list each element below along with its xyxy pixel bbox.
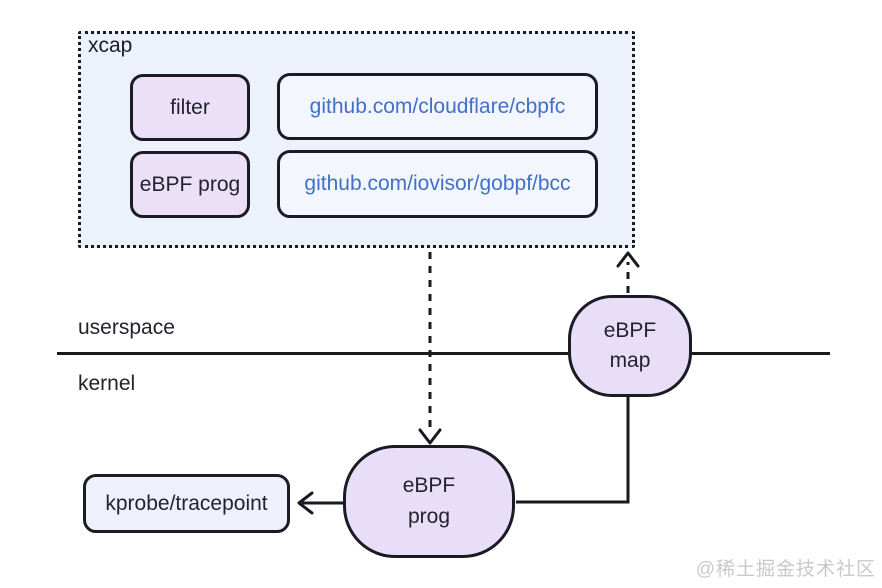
gobpf-repo-link: github.com/iovisor/gobpf/bcc [304,172,571,195]
cbpfc-repo-node: github.com/cloudflare/cbpfc [277,73,598,140]
ebpf-map-label-line2: map [609,349,651,372]
filter-node: filter [130,74,250,141]
ebpf-map-label-line1: eBPF [603,318,657,342]
ebpf-prog-userspace-label: eBPF prog [139,172,241,196]
ebpf-prog-kernel-label-line1: eBPF [402,474,456,498]
gobpf-repo-node: github.com/iovisor/gobpf/bcc [277,150,598,218]
ebpf-prog-to-ebpf-map-connector [516,396,630,504]
ebpf-prog-kernel-label-line2: prog [407,504,451,528]
kprobe-tracepoint-label: kprobe/tracepoint [105,491,268,515]
userspace-kernel-divider [57,352,830,355]
cbpfc-repo-link: github.com/cloudflare/cbpfc [309,94,566,118]
ebpf-prog-kernel-node: eBPF prog [343,445,515,558]
kernel-label: kernel [78,372,136,395]
ebpf-map-node: eBPF map [568,295,692,397]
watermark-text: @稀土掘金技术社区 [695,559,876,580]
kprobe-tracepoint-node: kprobe/tracepoint [83,474,290,533]
ebpf-prog-userspace-node: eBPF prog [130,151,250,218]
xcap-label: xcap [88,34,133,57]
filter-label: filter [170,95,210,119]
ebpf-map-to-xcap-dashed-arrow [616,251,640,293]
xcap-to-ebpf-prog-dashed-arrow [418,252,442,445]
ebpf-prog-to-kprobe-arrow [297,491,343,515]
userspace-label: userspace [78,316,175,339]
